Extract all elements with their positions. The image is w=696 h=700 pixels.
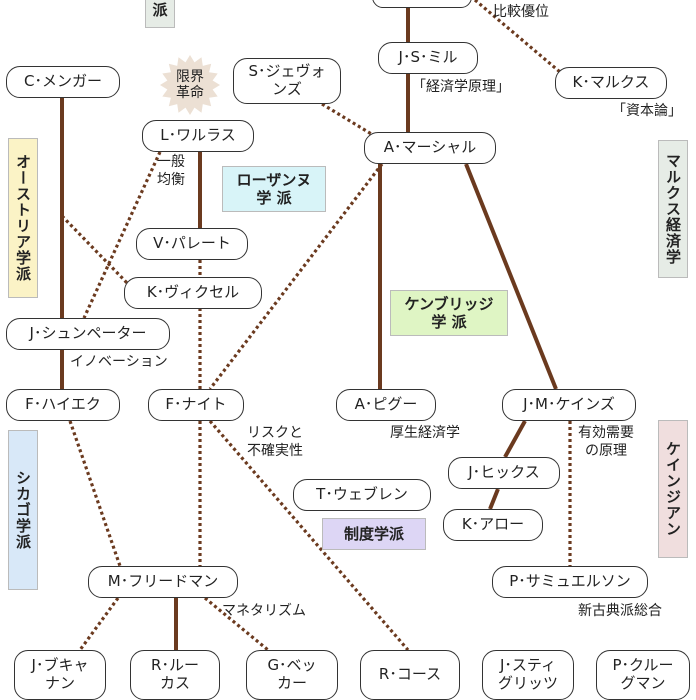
note-ricardo: 分配問題 比較優位 [493,0,549,20]
note-principles: 「経済学原理」 [412,79,510,95]
node-keynes: J･M･ケインズ [502,389,636,421]
note-monetarism: マネタリズム [222,603,306,619]
school-label-marxian: マルクス経済学 [658,140,688,278]
node-knight: F･ナイト [148,389,244,421]
link-hayek-friedman [68,420,122,567]
node-hicks: J･ヒックス [448,457,560,489]
node-stiglitz: J･スティ グリッツ [482,650,574,700]
link-keynes-hicks [503,420,527,458]
node-schumpeter: J･シュンペーター [6,318,170,350]
note-risk: リスクと 不確実性 [247,425,303,459]
school-label-top: 派 [145,0,175,28]
node-hayek: F･ハイエク [6,389,120,421]
node-walras: L･ワルラス [142,120,254,152]
school-label-lausanne: ローザンヌ 学 派 [222,166,326,212]
node-lucas: R･ルー カス [130,650,220,700]
node-pigou: A･ピグー [336,389,436,421]
school-label-institutional: 制度学派 [322,518,426,550]
node-arrow: K･アロー [443,509,543,541]
node-veblen: T･ウェブレン [293,479,431,511]
node-marshall: A･マーシャル [364,132,496,164]
node-buchanan: J･ブキャ ナン [14,650,106,700]
node-coase: R･コース [360,650,460,700]
node-becker: G･ベッ カー [246,650,338,700]
note-welfare: 厚生経済学 [390,425,460,441]
link-marshall-knight [208,163,384,390]
school-label-chicago: シカゴ学派 [8,430,38,590]
node-wicksell: K･ヴィクセル [124,277,262,309]
starburst-icon [160,55,220,115]
link-friedman-buchanan [78,597,120,651]
link-walras-schumpeter [82,151,162,319]
link-ricardo-marx [473,0,562,74]
note-innovation: イノベーション [70,354,168,370]
link-jevons-marshall [321,102,379,140]
node-mill: J･S･ミル [378,42,478,74]
link-hicks-arrow [488,488,500,510]
marginal-revolution-burst: 限界 革命 [160,55,220,115]
node-jevons: S･ジェヴォ ンズ [233,58,341,104]
node-pareto: V･パレート [136,228,248,260]
node-marx: K･マルクス [555,67,667,99]
node-friedman: M･フリードマン [88,566,238,598]
link-menger-wicksell [60,214,132,288]
school-label-keynesian: ケインジアン [658,420,688,558]
link-knight-coase [208,419,410,652]
node-samuelson: P･サミュエルソン [492,566,648,598]
note-demand: 有効需要 の原理 [578,425,634,459]
node-krugman: P･クルー グマン [596,650,690,700]
school-label-cambridge: ケンブリッジ 学 派 [390,290,508,336]
marginal-revolution-label: 限界 革命 [176,68,204,101]
note-capital: 「資本論」 [612,103,682,119]
link-marshall-keynes [464,163,558,390]
school-label-austrian: オーストリア学派 [8,138,38,298]
link-friedman-becker [203,596,270,652]
node-ricardo-partial [372,0,472,8]
note-equilibrium: 一般 均衡 [157,154,185,188]
node-menger: C･メンガー [6,66,120,98]
note-synthesis: 新古典派総合 [578,603,662,619]
